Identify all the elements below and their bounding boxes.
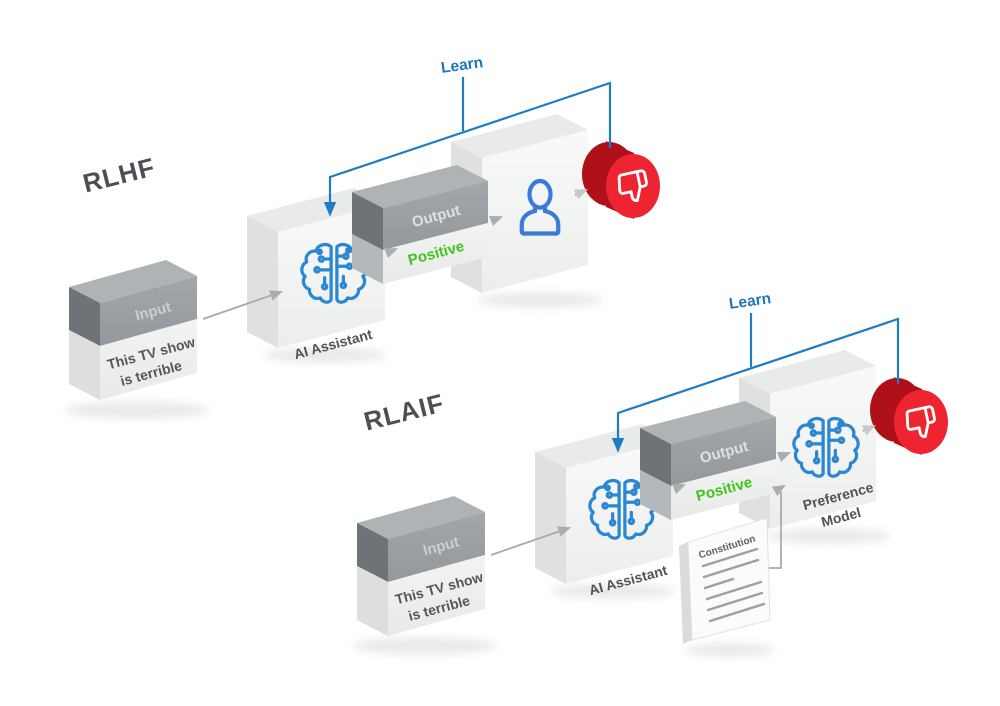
constitution-doc-lines [701,547,766,623]
shadows [353,528,890,657]
rlhf-learn-loop: Learn [323,54,612,217]
rlaif-output-box: Output Positive [640,401,776,520]
rlhf-output-box: Output Positive [352,165,488,284]
rlaif-flow: RLAIF Input This TV show is terrible AI … [353,290,948,657]
document-icon [687,517,771,641]
rlhf-learn-label: Learn [440,54,484,77]
rlaif-flow-arrows [490,425,876,569]
rlaif-learn-loop: Learn [611,290,900,453]
rlaif-learn-label: Learn [728,290,772,313]
rlhf-flow-arrows [202,189,588,320]
rlhf-thumbs-down-cylinder [582,141,660,219]
rlaif-input-box: Input This TV show is terrible [357,496,485,636]
rlhf-title: RLHF [80,152,158,199]
rlaif-title: RLAIF [361,388,447,437]
rlaif-thumbs-down-cylinder [870,377,948,455]
constitution-connector [769,492,782,569]
rlaif-constitution-doc: Constitution [679,517,771,644]
rlhf-flow: RLHF Input This TV show is terrible AI A… [65,54,660,419]
shadows [65,292,602,419]
rlhf-input-box: Input This TV show is terrible [69,260,197,400]
